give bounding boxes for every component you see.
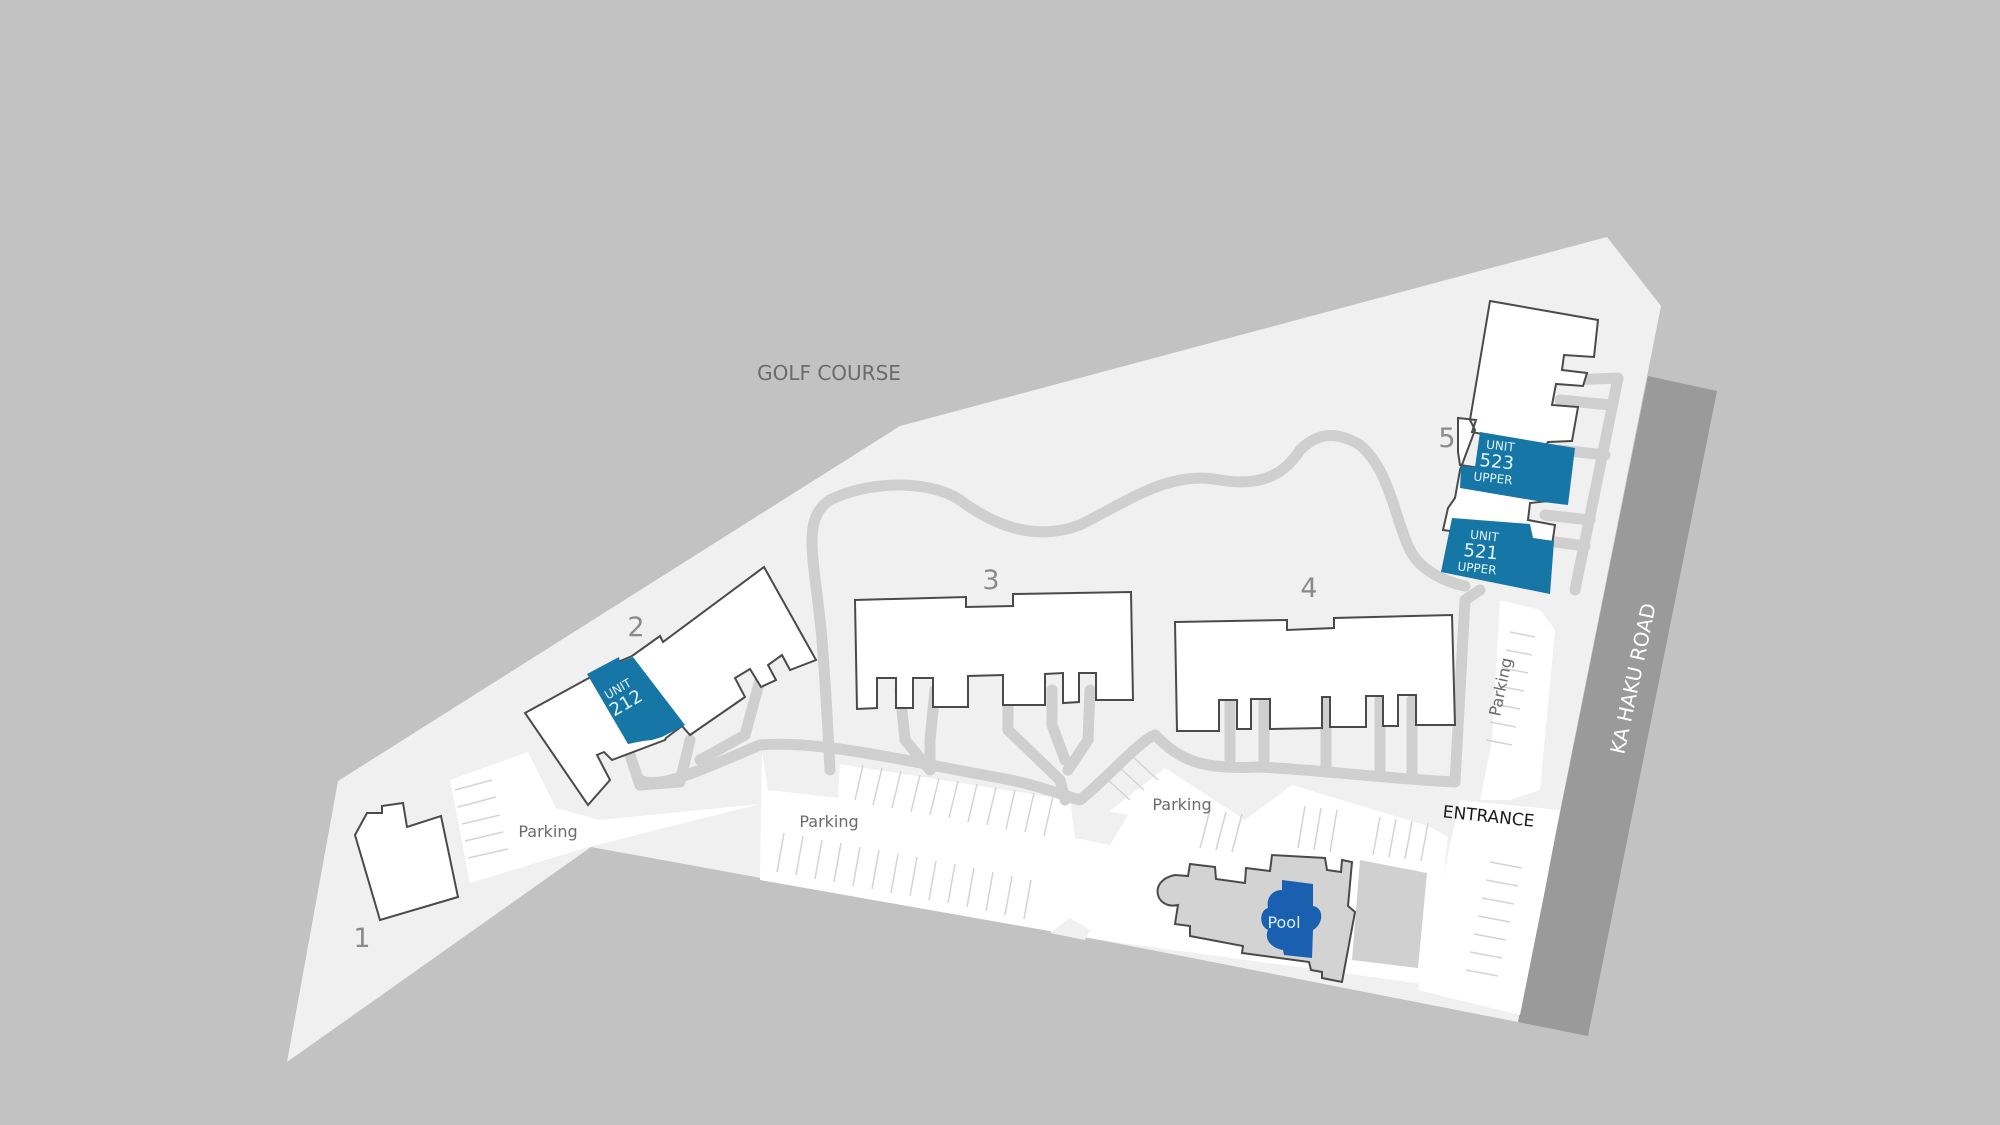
unit-523-label: UNIT 523 UPPER <box>1473 438 1516 488</box>
svg-text:UNIT: UNIT <box>1469 528 1500 545</box>
svg-text:UPPER: UPPER <box>1473 469 1513 487</box>
building-4 <box>1173 613 1457 732</box>
tennis-court <box>1352 860 1427 968</box>
ka-haku-road <box>1518 376 1717 1036</box>
golf-course-label: GOLF COURSE <box>757 361 901 385</box>
building-3-number: 3 <box>982 565 999 596</box>
unit-212[interactable] <box>587 657 685 744</box>
svg-text:521: 521 <box>1463 540 1499 564</box>
building-2 <box>523 565 818 807</box>
svg-text:523: 523 <box>1479 450 1515 474</box>
pool[interactable] <box>1261 880 1322 958</box>
unit-521-label: UNIT 521 UPPER <box>1457 528 1500 578</box>
building-2-number: 2 <box>627 612 644 643</box>
svg-text:UNIT: UNIT <box>1485 438 1516 455</box>
building-1 <box>353 801 460 922</box>
pool-label: Pool <box>1267 913 1300 932</box>
pool-complex: Pool <box>1156 853 1427 984</box>
parking-label-west: Parking <box>518 822 577 841</box>
parking-label-east: Parking <box>1152 795 1211 814</box>
parking-label-central: Parking <box>799 812 858 831</box>
building-1-number: 1 <box>353 923 370 954</box>
building-5-number: 5 <box>1438 423 1455 454</box>
svg-text:UPPER: UPPER <box>1457 559 1497 577</box>
building-3 <box>853 590 1135 711</box>
unit-521[interactable] <box>1441 518 1554 594</box>
parking-stalls <box>454 631 1536 977</box>
unit-523[interactable] <box>1460 432 1575 505</box>
building-4-number: 4 <box>1300 573 1317 604</box>
